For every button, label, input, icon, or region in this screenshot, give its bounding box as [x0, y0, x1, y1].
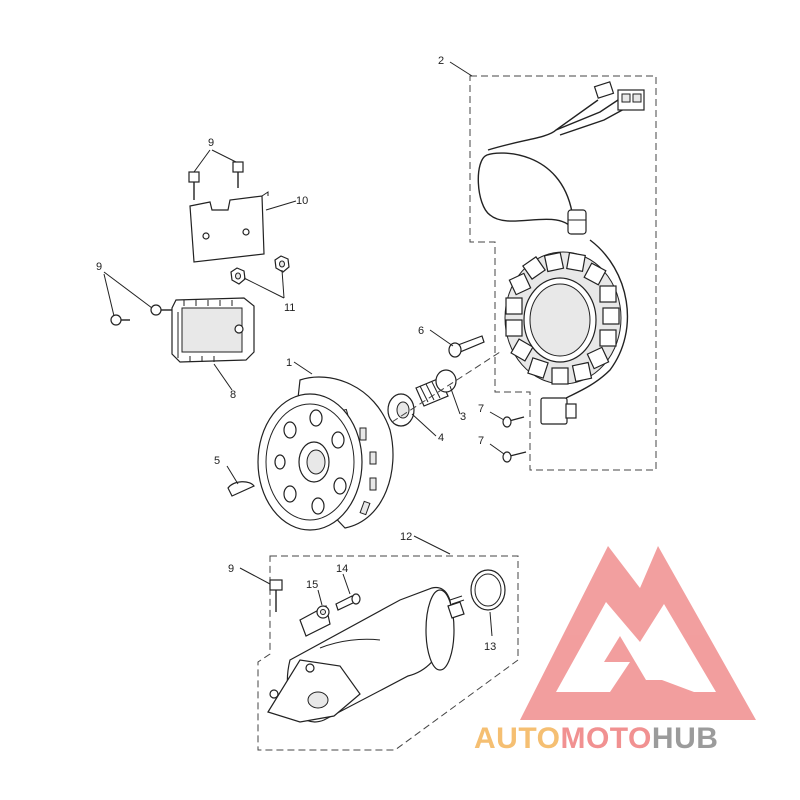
callout-3: 3 [460, 411, 466, 423]
regulator-rectifier [171, 297, 255, 363]
leader-lines [103, 61, 505, 637]
stator-group-outline [469, 75, 657, 471]
callout-1: 1 [286, 357, 292, 369]
woodruff-key-5 [227, 481, 255, 497]
o-ring-13 [470, 569, 506, 611]
automotohub-logo: AUTOMOTOHUB [474, 546, 756, 755]
callout-7-upper: 7 [478, 403, 484, 415]
bolt-6 [448, 335, 485, 358]
stator-assembly [477, 81, 645, 425]
callout-2: 2 [438, 55, 444, 67]
callout-9-top: 9 [208, 137, 214, 149]
callout-6: 6 [418, 325, 424, 337]
screw-9-regulator-b [110, 314, 130, 326]
callout-9-starter: 9 [228, 563, 234, 575]
callout-4: 4 [438, 432, 444, 444]
callout-8: 8 [230, 389, 236, 401]
callout-10: 10 [296, 195, 308, 207]
starter-group-outline [257, 555, 519, 751]
logo-text-auto: AUTO [474, 722, 560, 755]
bolt-7-upper [502, 416, 525, 428]
callout-7-lower: 7 [478, 435, 484, 447]
flywheel-rotor [257, 376, 394, 531]
callout-15: 15 [306, 579, 318, 591]
washer-15 [316, 605, 330, 619]
washer-4 [387, 393, 415, 427]
callout-9-left: 9 [96, 261, 102, 273]
logo-triangle-mark [520, 546, 756, 720]
mounting-bracket-10 [189, 191, 269, 263]
starter-motor [267, 586, 465, 723]
bolt-9-top-b [232, 161, 244, 188]
bolt-7-lower [502, 451, 527, 463]
svg-text:AUTOMOTOHUB: AUTOMOTOHUB [474, 722, 718, 755]
callout-5: 5 [214, 455, 220, 467]
nut-11-b [274, 255, 290, 273]
bolt-14 [335, 593, 361, 611]
callout-11: 11 [284, 302, 295, 314]
bolt-3 [415, 369, 457, 407]
nut-11-a [230, 267, 246, 285]
logo-text-hub: HUB [652, 722, 719, 755]
callout-13: 13 [484, 641, 496, 653]
bolt-9-starter [269, 579, 283, 612]
screw-9-regulator-a [150, 304, 172, 316]
logo-text-moto: MOTO [560, 722, 651, 755]
bolt-9-top-a [188, 171, 200, 200]
callout-14: 14 [336, 563, 348, 575]
callout-12: 12 [400, 531, 412, 543]
